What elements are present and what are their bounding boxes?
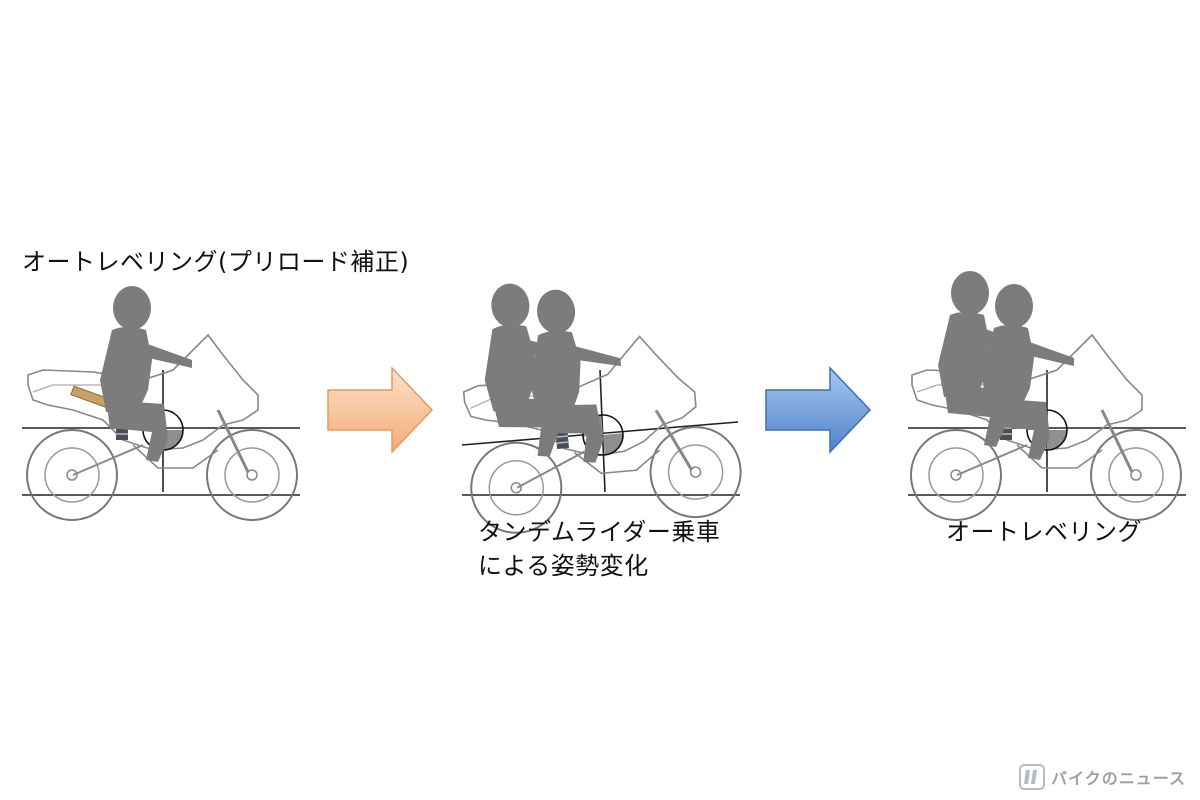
motorcycle-diagram-3 bbox=[908, 271, 1186, 522]
motorcycle-diagram-2 bbox=[457, 278, 746, 539]
caption-auto-leveling: オートレベリング bbox=[946, 518, 1142, 546]
watermark: バイクのニュース bbox=[1019, 764, 1186, 790]
motorcycle-diagram-1 bbox=[22, 286, 300, 522]
logo-icon bbox=[1019, 764, 1046, 790]
arrow-right-icon bbox=[765, 366, 872, 454]
caption-line: タンデムライダー乗車 bbox=[478, 518, 721, 546]
caption-line: による姿勢変化 bbox=[478, 552, 649, 580]
watermark-text: バイクのニュース bbox=[1051, 769, 1186, 788]
arrow-right-icon bbox=[327, 366, 434, 454]
caption-tandem: タンデムライダー乗車 による姿勢変化 bbox=[478, 515, 720, 583]
diagram-title: オートレベリング(プリロード補正) bbox=[22, 248, 410, 276]
